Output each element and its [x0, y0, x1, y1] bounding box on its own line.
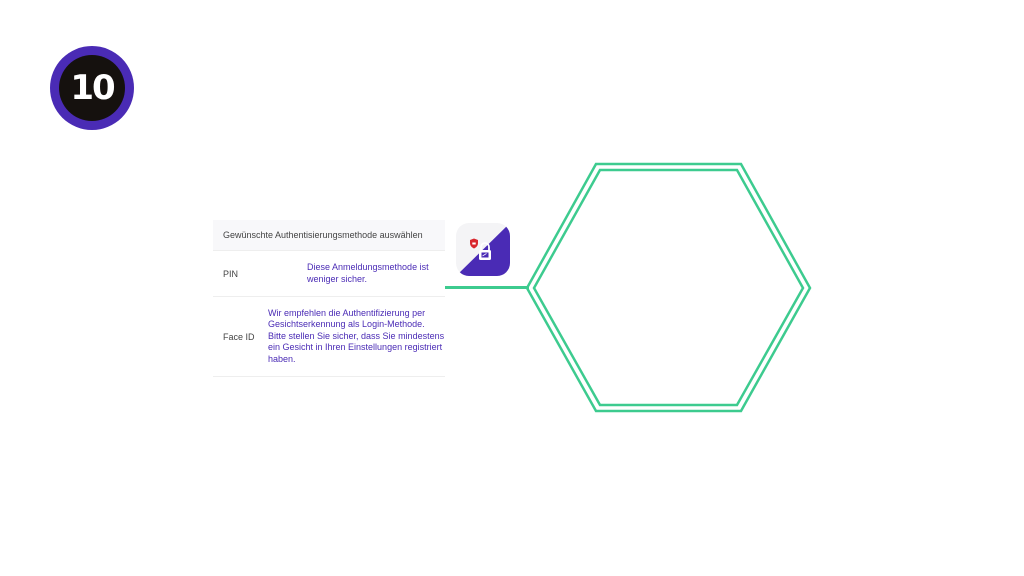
- auth-option-label: Face ID: [223, 331, 255, 342]
- app-icon: [456, 223, 510, 276]
- auth-option-face-id[interactable]: Face ID Wir empfehlen die Authentifizier…: [213, 297, 445, 377]
- step-number-badge: 10: [50, 46, 134, 130]
- auth-option-label: PIN: [223, 268, 239, 279]
- auth-method-header: Gewünschte Authentisierungsmethode auswä…: [213, 220, 445, 251]
- auth-method-table: Gewünschte Authentisierungsmethode auswä…: [213, 220, 445, 377]
- step-number: 10: [59, 55, 125, 121]
- auth-option-description: Wir empfehlen die Authentifizierung per …: [268, 307, 445, 364]
- connector-line: [445, 286, 529, 289]
- shield-lock-icon: [456, 223, 510, 276]
- auth-option-pin[interactable]: PIN Diese Anmeldungsmethode ist weniger …: [213, 251, 445, 297]
- auth-option-description: Diese Anmeldungsmethode ist weniger sich…: [307, 262, 429, 284]
